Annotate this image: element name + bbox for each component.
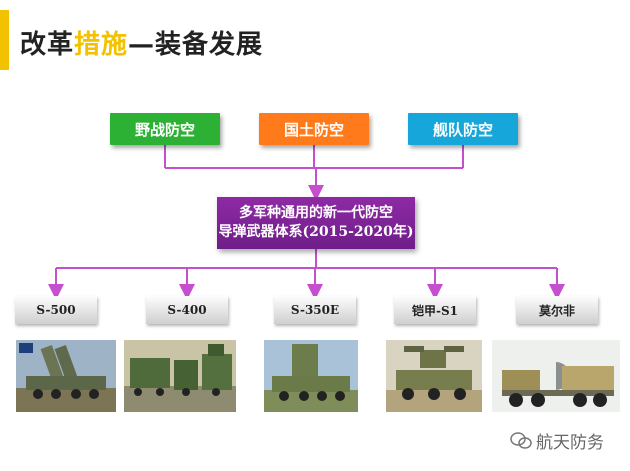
system-box-s500: S-500 xyxy=(15,296,97,324)
central-box-line2: 导弹武器体系(2015-2020年) xyxy=(218,224,414,240)
photo-morfei-vehicle xyxy=(492,340,620,412)
photo-s400-vehicles xyxy=(124,340,236,412)
photo-s350e-launcher xyxy=(264,340,358,412)
system-label: S-350E xyxy=(290,303,340,317)
top-box-fleet-air-defense: 舰队防空 xyxy=(408,113,518,145)
title-accent-bar xyxy=(0,10,9,70)
system-label: S-500 xyxy=(36,303,76,317)
photo-pantsir-s1 xyxy=(386,340,482,412)
central-box-line1: 多军种通用的新一代防空 xyxy=(239,205,393,221)
top-box-label: 舰队防空 xyxy=(432,120,493,139)
top-box-homeland-air-defense: 国土防空 xyxy=(259,113,369,145)
system-label: 莫尔非 xyxy=(538,303,575,318)
top-box-label: 国土防空 xyxy=(283,120,344,139)
title-suffix: —装备发展 xyxy=(128,30,264,60)
title-highlight: 措施 xyxy=(74,30,129,60)
title-prefix: 改革 xyxy=(20,30,75,60)
page-title: 改革措施—装备发展 xyxy=(20,24,263,61)
top-box-label: 野战防空 xyxy=(134,120,195,139)
top-box-field-air-defense: 野战防空 xyxy=(110,113,220,145)
central-system-box: 多军种通用的新一代防空 导弹武器体系(2015-2020年) xyxy=(217,197,415,249)
system-box-s350e: S-350E xyxy=(274,296,356,324)
wechat-icon xyxy=(510,431,532,449)
system-box-s400: S-400 xyxy=(146,296,228,324)
watermark-text: 航天防务 xyxy=(536,433,604,453)
system-label: 铠甲-S1 xyxy=(412,303,458,318)
system-box-pantsir-s1: 铠甲-S1 xyxy=(394,296,476,324)
system-box-morfei: 莫尔非 xyxy=(516,296,598,324)
watermark: 航天防务 xyxy=(510,428,604,453)
photo-s500-launcher xyxy=(16,340,116,412)
system-label: S-400 xyxy=(167,303,207,317)
